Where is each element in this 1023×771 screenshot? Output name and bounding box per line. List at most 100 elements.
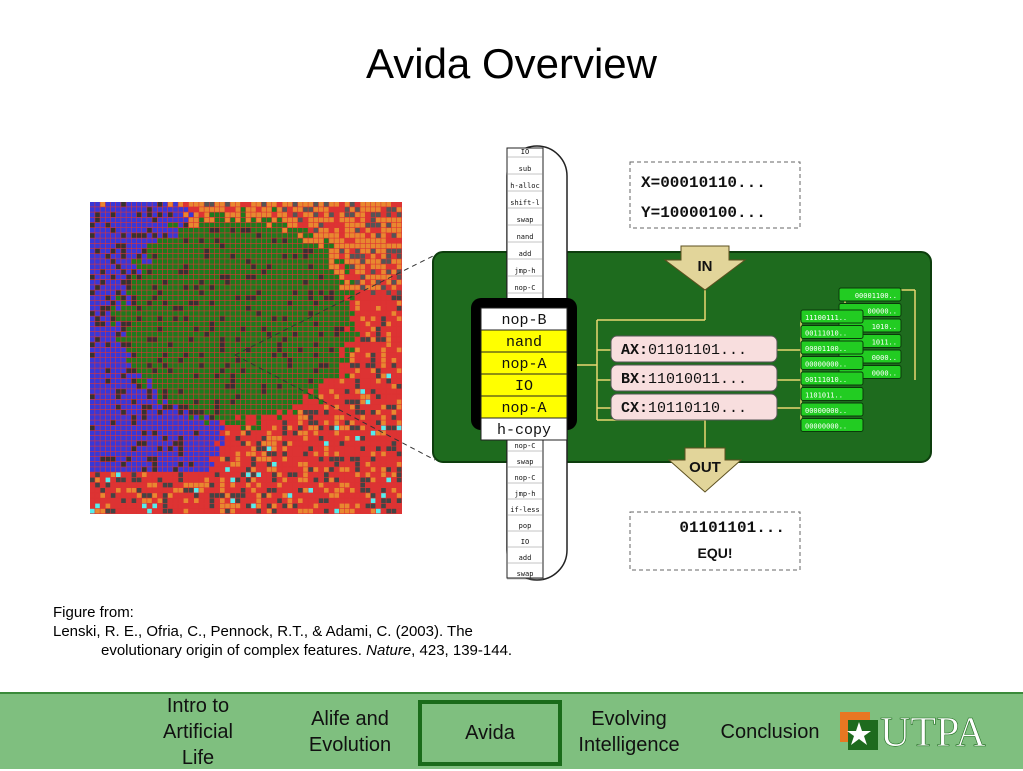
grid-cell <box>344 202 350 207</box>
grid-cell <box>95 326 100 332</box>
grid-cell <box>100 430 105 436</box>
grid-cell <box>147 228 152 233</box>
grid-cell <box>329 342 334 347</box>
grid-cell <box>298 482 303 488</box>
grid-cell <box>256 425 261 431</box>
grid-cell <box>344 488 350 493</box>
grid-cell <box>344 477 350 483</box>
grid-cell <box>178 264 183 269</box>
nav-avida[interactable]: Avida <box>418 700 562 766</box>
grid-cell <box>370 482 376 488</box>
grid-cell <box>90 337 95 342</box>
grid-cell <box>225 498 230 503</box>
grid-cell <box>256 280 261 285</box>
grid-cell <box>298 222 303 228</box>
grid-cell <box>126 248 131 254</box>
grid-cell <box>240 222 246 228</box>
grid-cell <box>105 451 111 457</box>
nav-alife-and-evolution[interactable]: Alife and Evolution <box>308 707 392 756</box>
grid-cell <box>131 378 137 384</box>
grid-cell <box>178 451 183 457</box>
grid-cell <box>287 342 293 347</box>
grid-cell <box>376 207 381 212</box>
grid-cell <box>350 337 355 342</box>
grid-cell <box>214 316 220 321</box>
grid-cell <box>272 373 277 379</box>
nav-intro-to-artificial-life[interactable]: Intro to Artificial Life <box>162 694 233 769</box>
grid-cell <box>183 363 189 368</box>
grid-cell <box>376 451 381 457</box>
grid-cell <box>188 280 194 285</box>
grid-cell <box>152 378 157 384</box>
grid-cell <box>292 430 298 436</box>
grid-cell <box>365 436 371 441</box>
grid-cell <box>287 274 293 280</box>
grid-cell <box>162 311 168 316</box>
grid-cell <box>344 222 350 228</box>
grid-cell <box>386 326 391 332</box>
grid-cell <box>204 363 209 368</box>
grid-cell <box>246 488 251 493</box>
grid-cell <box>173 425 178 431</box>
grid-cell <box>355 264 360 269</box>
grid-cell <box>256 358 261 363</box>
grid-cell <box>344 248 350 254</box>
grid-cell <box>136 306 142 311</box>
grid-cell <box>287 254 293 259</box>
nav-evolving-intelligence[interactable]: Evolving Intelligence <box>578 707 680 756</box>
grid-cell <box>386 373 391 379</box>
grid-cell <box>292 217 298 223</box>
grid-cell <box>308 228 313 233</box>
grid-cell <box>100 363 105 368</box>
grid-cell <box>376 503 381 509</box>
register-text: CX:10110110... <box>621 400 747 417</box>
grid-cell <box>251 238 256 243</box>
grid-cell <box>313 332 319 337</box>
grid-cell <box>376 488 381 493</box>
grid-cell <box>147 243 152 249</box>
grid-cell <box>230 243 235 249</box>
grid-cell <box>183 399 189 405</box>
grid-cell <box>116 274 121 280</box>
grid-cell <box>251 243 256 249</box>
grid-cell <box>365 311 371 316</box>
grid-cell <box>162 238 168 243</box>
grid-cell <box>256 212 261 217</box>
grid-cell <box>162 347 168 353</box>
grid-cell <box>391 238 397 243</box>
grid-cell <box>318 248 324 254</box>
grid-cell <box>168 384 173 389</box>
grid-cell <box>391 332 397 337</box>
grid-cell <box>162 254 168 259</box>
grid-cell <box>246 332 251 337</box>
grid-cell <box>324 451 329 457</box>
grid-cell <box>266 415 272 420</box>
grid-cell <box>214 363 220 368</box>
grid-cell <box>370 430 376 436</box>
grid-cell <box>173 462 178 467</box>
grid-cell <box>126 264 131 269</box>
grid-cell <box>105 415 111 420</box>
grid-cell <box>168 306 173 311</box>
grid-cell <box>199 425 204 431</box>
grid-cell <box>90 358 95 363</box>
nav-conclusion[interactable]: Conclusion <box>720 720 820 743</box>
grid-cell <box>298 347 303 353</box>
grid-cell <box>173 378 178 384</box>
grid-cell <box>178 389 183 394</box>
grid-cell <box>183 410 189 415</box>
grid-cell <box>204 248 209 254</box>
grid-cell <box>324 274 329 280</box>
grid-cell <box>100 446 105 451</box>
grid-cell <box>251 404 256 410</box>
grid-cell <box>152 269 157 275</box>
grid-cell <box>199 477 204 483</box>
grid-cell <box>292 488 298 493</box>
grid-cell <box>131 269 137 275</box>
grid-cell <box>313 493 319 498</box>
grid-cell <box>235 228 241 233</box>
grid-cell <box>303 342 308 347</box>
grid-cell <box>381 233 386 238</box>
grid-cell <box>220 399 225 405</box>
grid-cell <box>220 217 225 223</box>
